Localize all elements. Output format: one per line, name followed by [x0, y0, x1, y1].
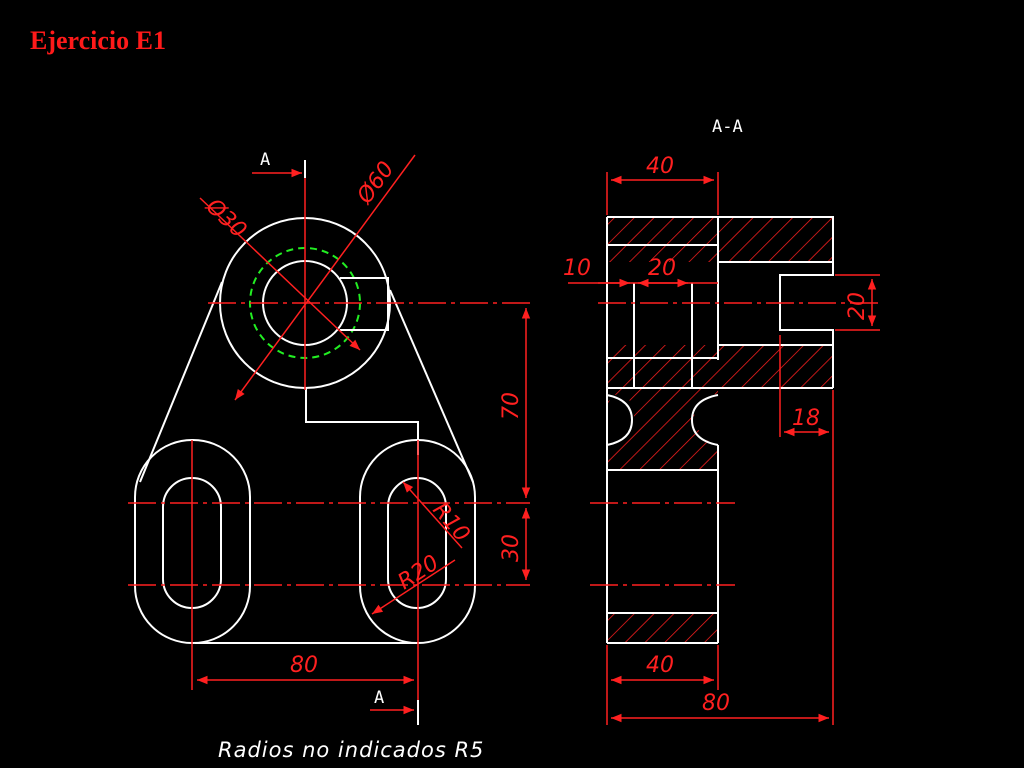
- hatch-bottom: [607, 613, 718, 643]
- section-label-top: A: [260, 150, 270, 170]
- diam30-label: Ø30: [200, 193, 251, 243]
- section-title: A-A: [712, 117, 743, 137]
- section-label-bottom: A: [374, 688, 384, 708]
- diam30-leader: [199, 197, 361, 351]
- right-fillet: [690, 394, 719, 446]
- section-outline-right: [607, 216, 834, 388]
- radius-note: Radios no indicados R5: [218, 738, 484, 762]
- right-tangent: [389, 289, 474, 483]
- dim20-label: 20: [648, 256, 676, 281]
- diam60-leader: [234, 154, 416, 401]
- dim30-label: 30: [499, 534, 524, 562]
- dim18-label: 18: [792, 406, 820, 431]
- right-slot: [387, 477, 447, 609]
- section-view: A-A 40 10 20: [563, 117, 880, 725]
- left-fillet: [606, 394, 634, 446]
- r20-leader: [371, 559, 456, 615]
- dim80-front-label: 80: [290, 653, 318, 678]
- dim10-label: 10: [563, 256, 591, 281]
- page-title: Ejercicio E1: [30, 26, 166, 55]
- dim20v-label: 20: [845, 292, 870, 320]
- dim70-label: 70: [499, 392, 524, 420]
- inner-step: [305, 388, 419, 455]
- r10-leader: [402, 481, 463, 549]
- dim80-bottom-label: 80: [702, 691, 730, 716]
- front-view: A A Ø30 Ø60 70 30 80 R10 R20: [128, 150, 531, 725]
- r10-label: R10: [427, 498, 474, 547]
- dim40-top-label: 40: [646, 154, 674, 179]
- hatch-web: [607, 388, 718, 470]
- hatch-top: [607, 217, 833, 262]
- dim40-bottom-label: 40: [646, 653, 674, 678]
- keyway: [340, 277, 389, 331]
- diam60-label: Ø60: [352, 157, 399, 209]
- hatch-middle: [607, 345, 833, 388]
- left-tangent: [139, 281, 223, 483]
